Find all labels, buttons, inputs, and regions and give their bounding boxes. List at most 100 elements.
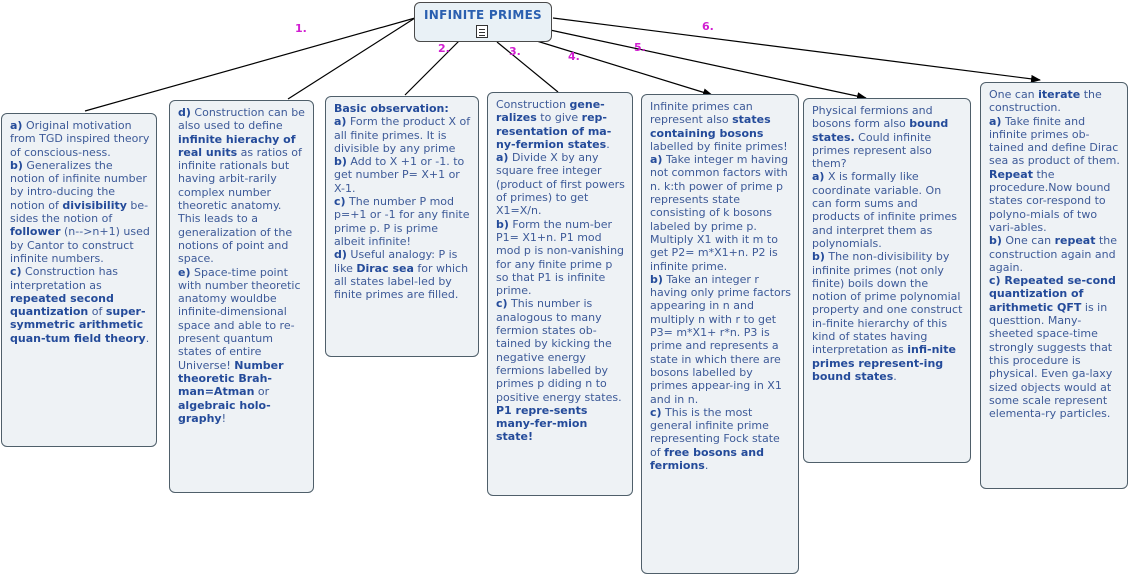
- text-run: be-sides the notion of: [10, 198, 149, 226]
- text-run: Could infinite primes represent also the…: [812, 130, 932, 171]
- bold-text: b): [496, 217, 509, 231]
- topic-box-5[interactable]: Physical fermions and bosons form also b…: [803, 98, 971, 463]
- text-run: Add to X +1 or -1. to get number P= X+1 …: [334, 155, 465, 195]
- text-run: as ratios of infinite rationals but havi…: [178, 145, 302, 266]
- text-run: Generalizes the notion of infinite numbe…: [10, 158, 147, 212]
- bold-text: a): [812, 170, 825, 184]
- text-run: .: [704, 459, 709, 473]
- text-run: is in questtion. Many-sheeted space-time…: [989, 300, 1113, 421]
- box-paragraph: c) Repeated se-cond quantization of arit…: [989, 274, 1121, 420]
- box-paragraph: a) Take integer m having not common fact…: [650, 153, 792, 273]
- text-run: Construction has interpretation as: [10, 265, 119, 292]
- text-run: the construction again and again.: [989, 234, 1118, 274]
- connector-5: [549, 29, 867, 101]
- bold-text: a): [496, 151, 509, 165]
- text-run: .: [606, 137, 610, 151]
- text-run: to give: [536, 111, 582, 125]
- bold-text: iterate: [1038, 88, 1081, 101]
- box-paragraph: b) Form the num-ber P1= X1+n. P1 mod mod…: [496, 218, 626, 298]
- topic-box-2[interactable]: Basic observation:a) Form the product X …: [325, 96, 479, 357]
- topic-box-6[interactable]: One can iterate the construction.a) Take…: [980, 82, 1128, 489]
- bold-text: free bosons and fermions: [650, 445, 764, 473]
- box-paragraph: b) One can repeat the construction again…: [989, 234, 1121, 274]
- connector-1b: [287, 17, 416, 100]
- box-paragraph: c) The number P mod p=+1 or -1 for any f…: [334, 195, 472, 248]
- text-run: The number P mod p=+1 or -1 for any fini…: [334, 195, 470, 248]
- notepad-icon[interactable]: [476, 25, 488, 38]
- bold-text: P1 repre-sents many-fer-mion state!: [496, 403, 588, 444]
- bold-text: b): [10, 158, 23, 172]
- text-run: This is the most general infinite prime …: [650, 405, 780, 459]
- topic-box-1-continued[interactable]: d) Construction can be also used to defi…: [169, 100, 314, 493]
- text-run: for which all states label-led by finite…: [334, 261, 469, 302]
- bold-text: c): [496, 297, 508, 311]
- bold-text: c) Repeated se-cond quantization of arit…: [989, 274, 1116, 314]
- text-run: This number is analogous to many fermion…: [496, 297, 622, 404]
- bold-text: divisibility: [62, 198, 127, 212]
- bold-text: infinite hierachy of real units: [178, 132, 296, 159]
- text-run: One can: [1001, 234, 1055, 248]
- bold-text: algebraic holo-graphy: [178, 398, 271, 425]
- text-run: the procedure.Now bound states cor-respo…: [989, 167, 1111, 234]
- bold-text: a): [334, 115, 347, 129]
- topic-box-4[interactable]: Infinite primes can represent also state…: [641, 94, 799, 574]
- box-paragraph: a) Form the product X of all finite prim…: [334, 115, 472, 155]
- text-run: Take integer m having not common factors…: [650, 153, 789, 273]
- text-run: labelled by finite primes!: [650, 139, 788, 153]
- bold-text: super-symmetric arithmetic quan-tum fiel…: [10, 305, 146, 345]
- text-run: Form the product X of all finite primes.…: [334, 115, 471, 155]
- bold-text: c): [650, 405, 662, 419]
- text-run: Construction: [496, 98, 570, 111]
- box-paragraph: b) Generalizes the notion of infinite nu…: [10, 159, 150, 265]
- bold-text: infi-nite primes represent-ing bound sta…: [812, 343, 956, 383]
- branch-number-3: 3.: [509, 45, 521, 58]
- text-run: Useful analogy: P is like: [334, 248, 458, 275]
- box-paragraph: a) Take finite and infinite primes ob-ta…: [989, 115, 1121, 235]
- root-node[interactable]: INFINITE PRIMES: [414, 2, 552, 42]
- box-paragraph: c) This is the most general infinite pri…: [650, 406, 792, 472]
- branch-number-1: 1.: [295, 22, 307, 35]
- bold-text: bound states.: [812, 117, 949, 144]
- text-run: Infinite primes can represent also: [650, 100, 753, 127]
- connector-3: [496, 41, 559, 93]
- connector-1: [84, 17, 416, 112]
- box-paragraph: c) This number is analogous to many ferm…: [496, 297, 626, 443]
- branch-number-2: 2.: [438, 42, 450, 55]
- box-paragraph: a) X is formally like coordinate variabl…: [812, 170, 964, 250]
- text-run: !: [221, 411, 227, 425]
- bold-text: a): [989, 114, 1002, 128]
- box-paragraph: e) Space-time point with number theoreti…: [178, 266, 307, 426]
- box-paragraph: Construction gene-ralizes to give rep-re…: [496, 98, 626, 151]
- text-run: Form the num-ber P1= X1+n. P1 mod mod p …: [496, 217, 625, 298]
- box-paragraph: b) Take an integer r having only prime f…: [650, 273, 792, 406]
- text-run: One can: [989, 88, 1039, 101]
- branch-number-5: 5.: [634, 41, 646, 54]
- bold-text: follower: [10, 225, 61, 239]
- bold-text: b): [812, 250, 825, 264]
- text-run: .: [893, 369, 897, 383]
- connector-6: [552, 17, 1041, 83]
- text-run: The non-divisibility by infinite primes …: [812, 250, 963, 357]
- bold-text: e): [178, 265, 191, 279]
- text-run: of: [88, 305, 106, 319]
- bold-text: b): [650, 272, 663, 286]
- bold-text: b): [334, 155, 347, 169]
- text-run: Take an integer r having only prime fact…: [650, 272, 791, 406]
- text-run: Space-time point with number theoretic a…: [178, 265, 301, 372]
- bold-text: a): [10, 119, 23, 132]
- box-paragraph: a) Original motivation from TGD inspired…: [10, 119, 150, 159]
- box-paragraph: Infinite primes can represent also state…: [650, 100, 792, 153]
- root-title: INFINITE PRIMES: [423, 8, 543, 22]
- topic-box-1[interactable]: a) Original motivation from TGD inspired…: [1, 113, 157, 447]
- text-run: Construction can be also used to define: [178, 106, 305, 133]
- bold-text: gene-ralizes: [496, 98, 605, 125]
- bold-text: d): [334, 248, 347, 262]
- box-paragraph: b) The non-divisibility by infinite prim…: [812, 250, 964, 383]
- bold-text: Basic observation:: [334, 102, 449, 115]
- branch-number-6: 6.: [702, 20, 714, 33]
- text-run: the construction.: [989, 88, 1102, 115]
- topic-box-3[interactable]: Construction gene-ralizes to give rep-re…: [487, 92, 633, 496]
- text-run: Original motivation from TGD inspired th…: [10, 119, 150, 159]
- bold-text: rep-resentation of ma-ny-fermion states: [496, 111, 612, 151]
